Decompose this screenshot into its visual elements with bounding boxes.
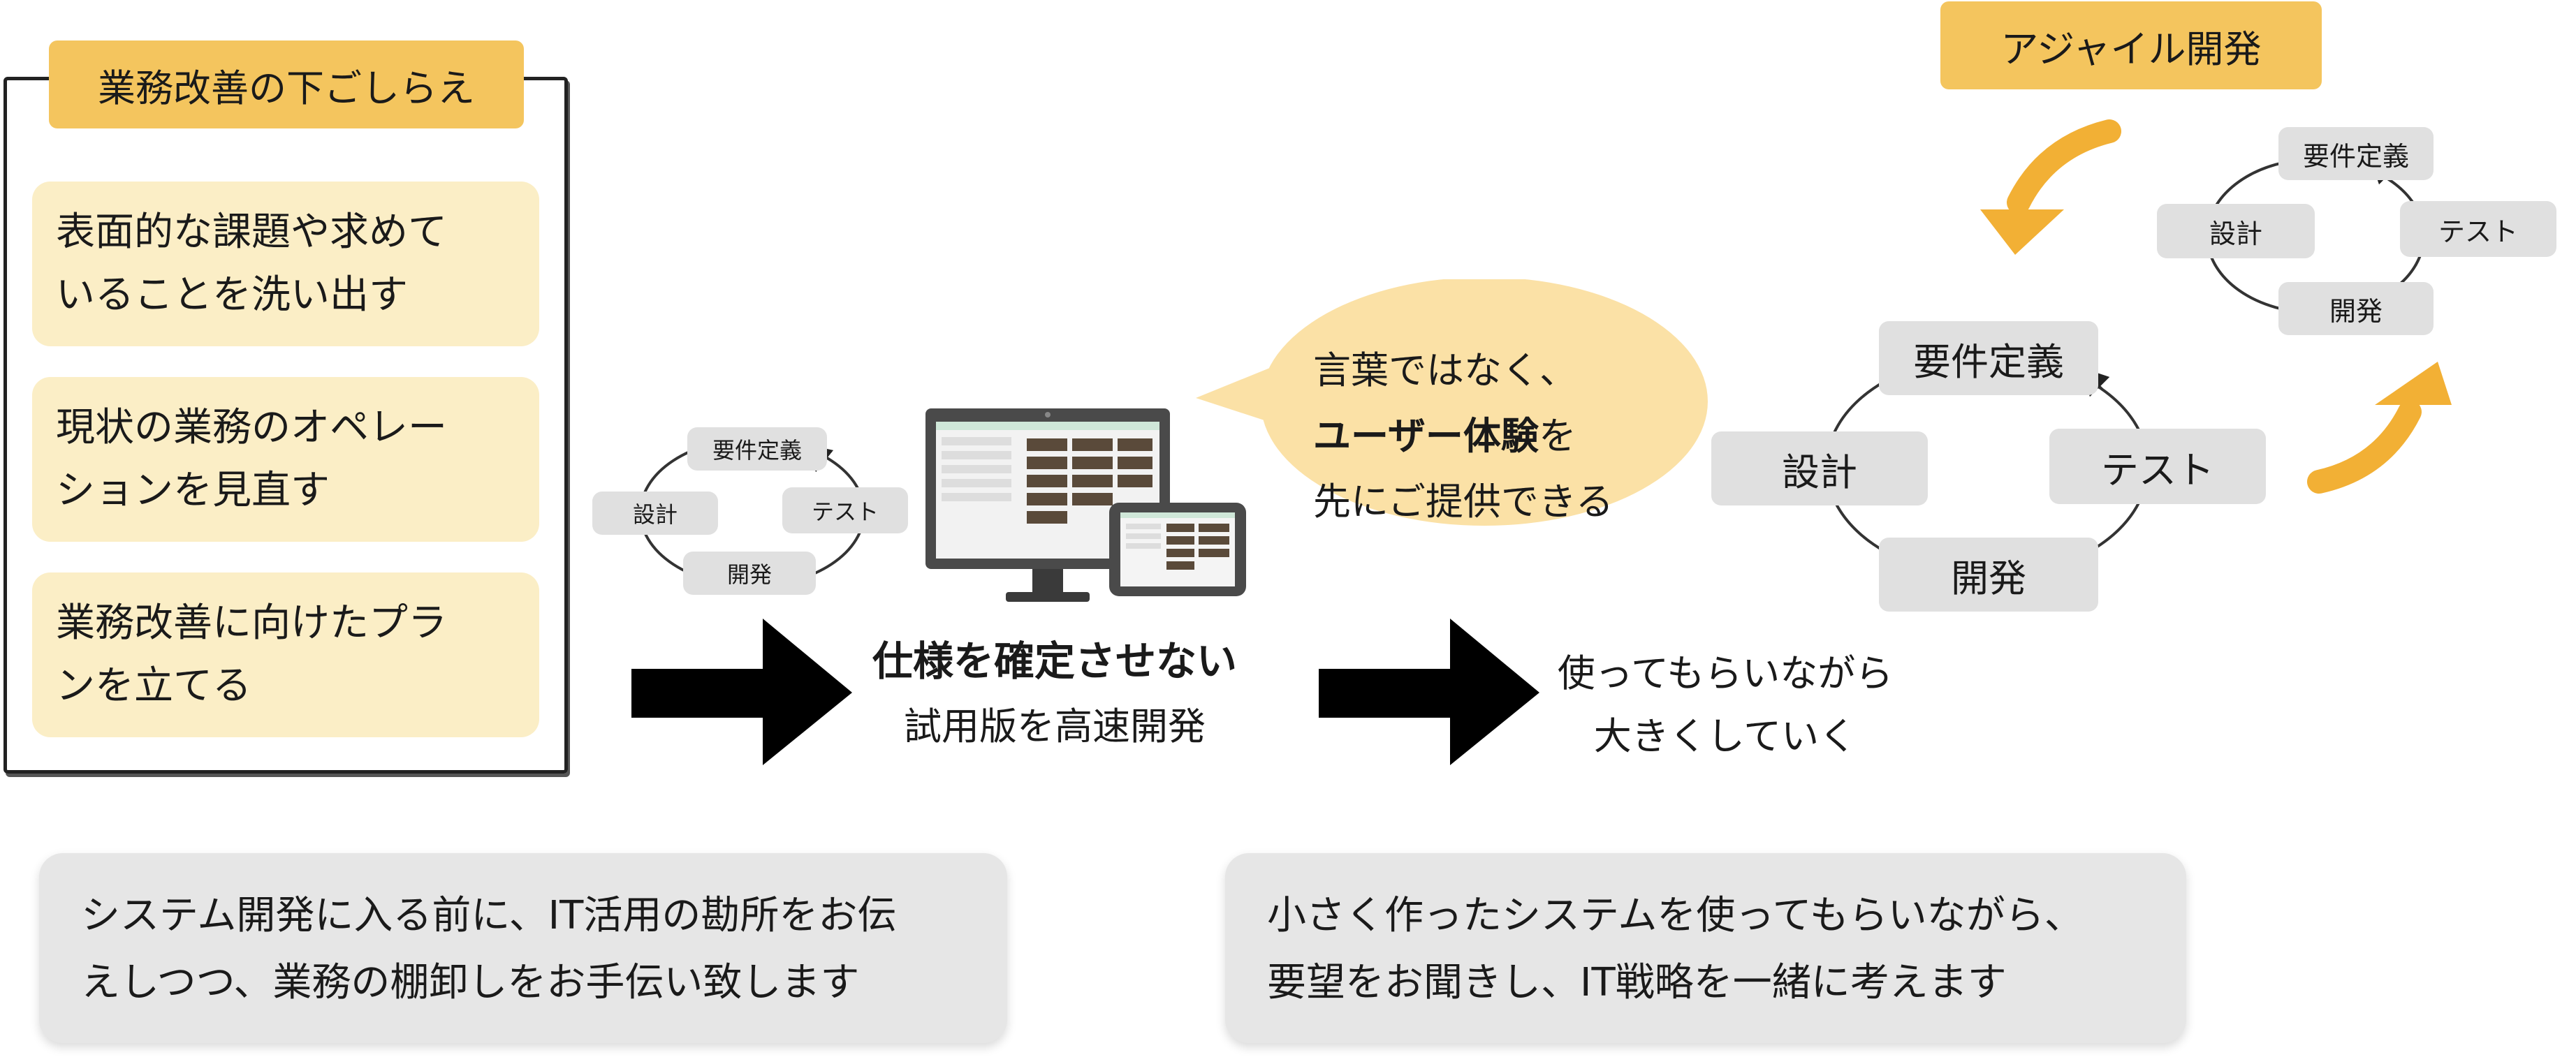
bubble-line-2-rest: を: [1538, 414, 1576, 458]
agile-cycle-test: テスト: [2400, 201, 2556, 257]
agile-cycle-requirements: 要件定義: [2278, 127, 2434, 180]
growth-line-1: 使ってもらいながら: [1557, 651, 1894, 695]
prototype-headline: 仕様を確定させない: [872, 637, 1237, 685]
note-right: 小さく作ったシステムを使ってもらいながら、 要望をお聞きし、IT戦略を一緒に考え…: [1225, 853, 2186, 1043]
small-cycle-requirements: 要件定義: [687, 427, 827, 471]
task-item-1: 表面的な課題や求めて いることを洗い出す: [32, 182, 539, 346]
bubble-line-3: 先にご提供できる: [1313, 480, 1613, 524]
curved-arrow-up: [2307, 362, 2452, 494]
devices-illustration: [925, 408, 1246, 602]
small-cycle-test: テスト: [782, 487, 908, 533]
prep-title: 業務改善の下ごしらえ: [49, 40, 524, 128]
note-left: システム開発に入る前に、IT活用の勘所をお伝 えしつつ、業務の棚卸しをお手伝い致…: [39, 853, 1007, 1043]
task-item-2: 現状の業務のオペレー ションを見直す: [32, 377, 539, 542]
large-cycle-development: 開発: [1879, 538, 2098, 612]
bubble-line-2: ユーザー体験を: [1313, 404, 1576, 469]
agile-label: アジャイル開発: [1940, 1, 2322, 89]
bubble-emphasis: ユーザー体験: [1313, 414, 1539, 458]
task-item-3: 業務改善に向けたプラ ンを立てる: [32, 572, 539, 737]
large-cycle-requirements: 要件定義: [1879, 321, 2098, 395]
curved-arrow-down: [1980, 119, 2121, 255]
agile-cycle-design: 設計: [2157, 204, 2315, 258]
prototype-subline: 試用版を高速開発: [904, 704, 1206, 748]
large-cycle-test: テスト: [2049, 429, 2266, 504]
speech-bubble: [1196, 279, 1708, 526]
large-cycle-design: 設計: [1711, 431, 1928, 505]
flow-arrow-1: [631, 619, 852, 765]
bubble-line-1: 言葉ではなく、: [1313, 348, 1577, 392]
flow-arrow-2: [1319, 619, 1539, 765]
agile-cycle-development: 開発: [2278, 282, 2434, 335]
growth-line-2: 大きくしていく: [1593, 714, 1857, 758]
small-cycle-design: 設計: [592, 492, 718, 535]
small-cycle-development: 開発: [683, 552, 816, 595]
